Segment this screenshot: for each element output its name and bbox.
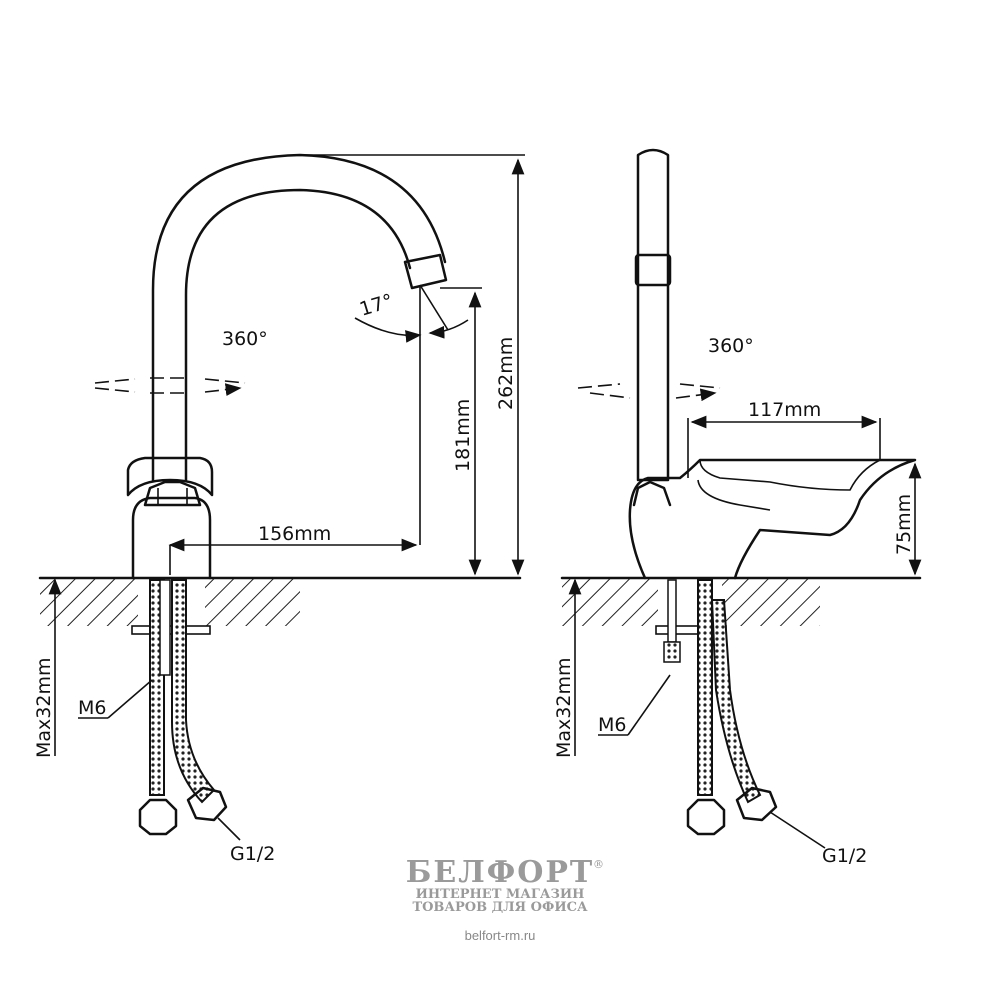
spout-left [151, 153, 448, 482]
thread-label: G1/2 [822, 845, 867, 867]
hex-nut-icon [735, 786, 778, 822]
watermark: БЕЛФОРТ ® ИНТЕРНЕТ МАГАЗИН ТОВАРОВ ДЛЯ О… [400, 855, 604, 944]
registered-mark: ® [593, 858, 604, 871]
height-spout-label: 181mm [452, 399, 474, 472]
handle-height-label: 75mm [893, 494, 915, 555]
reach-dimension [168, 538, 418, 575]
countertop-left [38, 576, 522, 635]
rotation-arrow-left [94, 378, 245, 393]
right-view: 360° 117mm 75mm Max32mm M6 G1/2 [553, 148, 922, 867]
height-total-dimension [300, 154, 525, 576]
rotation-label: 360° [222, 328, 268, 350]
thread-label: G1/2 [230, 843, 275, 865]
thickness-label: Max32mm [553, 658, 575, 758]
stud-label: M6 [78, 697, 106, 719]
thickness-label: Max32mm [33, 658, 55, 758]
angle-label: 17° [357, 290, 396, 321]
aerator-icon [403, 253, 448, 290]
countertop-right [560, 576, 922, 635]
stud-label: M6 [598, 714, 626, 736]
height-spout-dimension [440, 287, 482, 576]
hex-nut-icon [686, 798, 726, 836]
watermark-brand: БЕЛФОРТ [405, 855, 595, 890]
watermark-line2: ТОВАРОВ ДЛЯ ОФИСА [412, 900, 588, 915]
hoses-left [138, 579, 228, 836]
watermark-url: belfort-rm.ru [464, 928, 536, 943]
aerator-icon [634, 253, 672, 287]
faucet-body-right [628, 148, 917, 580]
watermark-line1: ИНТЕРНЕТ МАГАЗИН [415, 887, 585, 902]
hex-nut-icon [138, 798, 178, 836]
hex-nut-icon [186, 786, 228, 822]
faucet-body-left [126, 456, 214, 580]
height-total-label: 262mm [495, 337, 517, 410]
hoses-right [663, 579, 778, 836]
handle-length-label: 117mm [748, 399, 821, 421]
rotation-arrow-right [577, 384, 720, 398]
handle-length-dimension [687, 415, 881, 478]
angle-dimension [354, 284, 469, 545]
rotation-label: 360° [708, 335, 754, 357]
stud-leader [107, 679, 153, 719]
reach-label: 156mm [258, 523, 331, 545]
left-view: 360° 17° 262mm 181mm 156mm Max32mm [33, 153, 525, 865]
